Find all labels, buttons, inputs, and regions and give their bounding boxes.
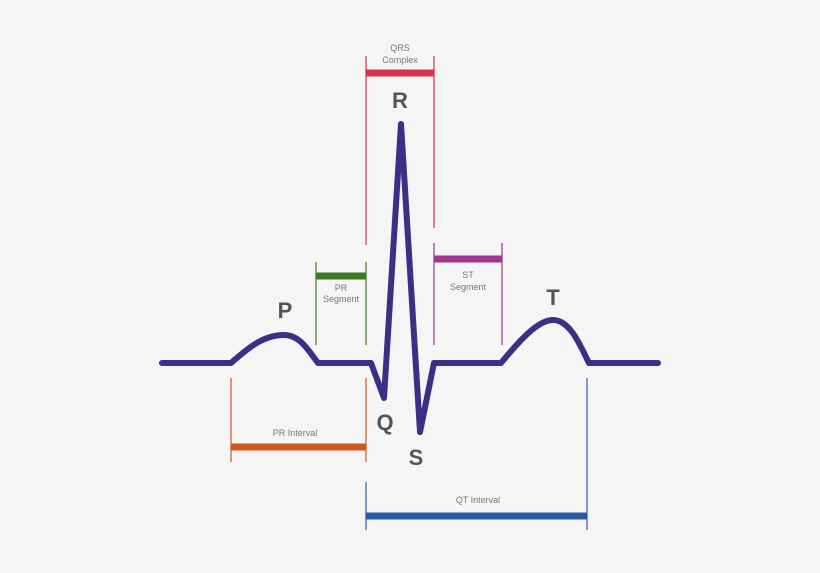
qt-interval-marker: QT Interval bbox=[365, 378, 588, 530]
pr-interval-marker: PR Interval bbox=[230, 378, 367, 462]
st-segment-marker: ST Segment bbox=[433, 243, 503, 345]
pr-segment-marker: PR Segment bbox=[315, 262, 367, 345]
qrs-complex-label-line2: Complex bbox=[382, 55, 418, 65]
pr-segment-label-line2: Segment bbox=[323, 294, 360, 304]
pr-segment-label-line1: PR bbox=[335, 283, 348, 293]
qrs-complex-label-line1: QRS bbox=[390, 43, 410, 53]
t-wave-label: T bbox=[546, 285, 560, 310]
qrs-complex-marker: QRS Complex bbox=[365, 43, 435, 245]
pr-interval-label: PR Interval bbox=[273, 428, 318, 438]
ecg-waveform bbox=[159, 121, 661, 435]
q-wave-label: Q bbox=[376, 410, 393, 435]
st-segment-label-line1: ST bbox=[462, 270, 474, 280]
s-wave-label: S bbox=[409, 445, 424, 470]
p-wave-label: P bbox=[278, 298, 293, 323]
qt-interval-label: QT Interval bbox=[456, 495, 500, 505]
r-wave-label: R bbox=[392, 88, 408, 113]
st-segment-label-line2: Segment bbox=[450, 282, 487, 292]
